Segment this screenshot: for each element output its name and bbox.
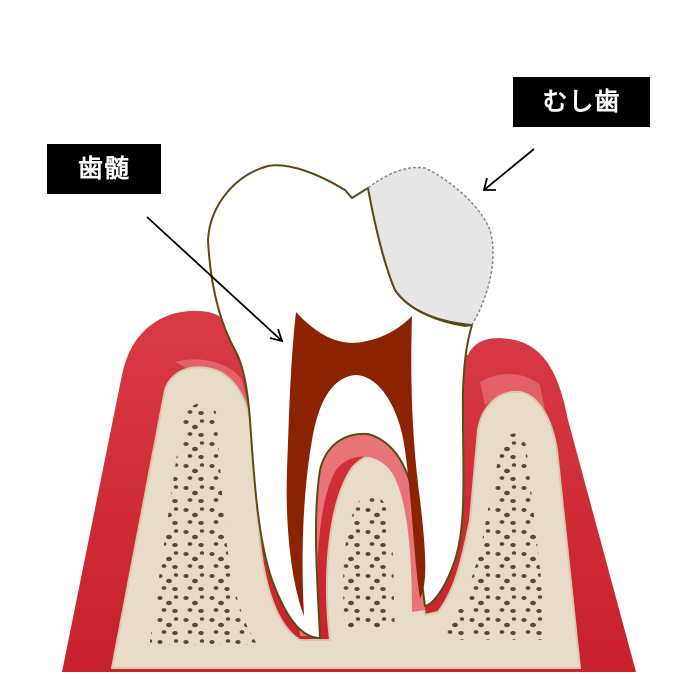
caries-label: むし歯 <box>513 77 650 127</box>
pulp <box>286 312 426 616</box>
caries <box>367 166 494 326</box>
caries-border <box>367 187 473 326</box>
pulp-arrow <box>146 216 284 343</box>
gum-highlight <box>175 359 252 430</box>
pulp-label: 歯髄 <box>47 144 161 194</box>
caries-arrow <box>482 148 535 191</box>
bone-dots-center <box>343 494 395 628</box>
bone-dots-left <box>150 402 258 645</box>
inter-root-gum <box>296 428 425 636</box>
bone-dots-right <box>440 433 548 640</box>
